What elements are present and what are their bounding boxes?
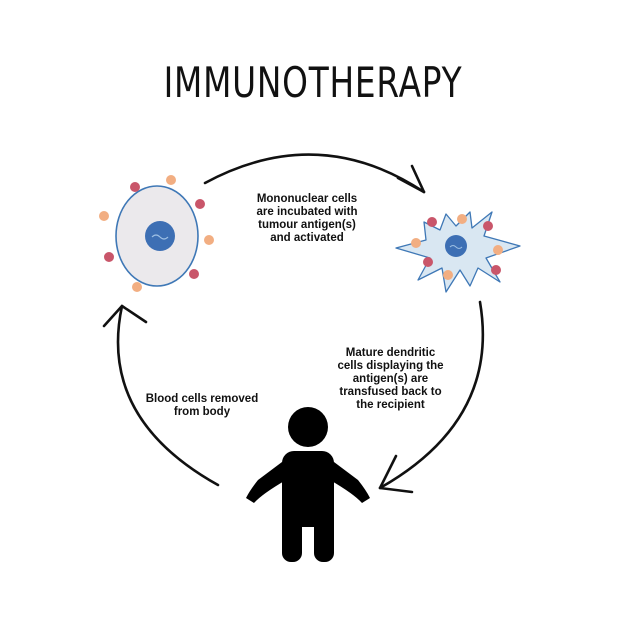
person-icon <box>246 407 370 562</box>
label-incubate-step: Mononuclear cells are incubated with tum… <box>232 193 382 245</box>
mononuclear-cell-icon <box>99 175 214 292</box>
diagram-title: IMMUNOTHERAPY <box>163 58 463 107</box>
arrow-right <box>378 300 485 490</box>
dendritic-cell-icon <box>395 211 521 293</box>
label-line: from body <box>173 406 231 418</box>
label-line: Mature dendritic <box>345 347 436 359</box>
label-line: antigen(s) are <box>352 373 429 385</box>
label-line: and activated <box>270 232 344 244</box>
arrow-right-head <box>378 454 414 494</box>
antigen-dots-right <box>411 214 503 280</box>
label-line: the recipient <box>356 399 425 411</box>
label-line: tumour antigen(s) <box>258 219 356 231</box>
label-transfuse-step: Mature dendritic cells displaying the an… <box>323 347 458 412</box>
label-line: Mononuclear cells <box>256 193 358 205</box>
arrow-left <box>116 304 220 487</box>
label-removal-step: Blood cells removed from body <box>132 393 272 419</box>
label-line: cells displaying the <box>337 360 444 372</box>
label-line: are incubated with <box>256 206 358 218</box>
arrow-top <box>203 153 426 194</box>
arrow-left-head <box>102 304 148 328</box>
label-line: Blood cells removed <box>145 393 259 405</box>
arrow-top-head <box>396 164 426 194</box>
antigen-dots-left <box>99 175 214 292</box>
label-line: transfused back to <box>339 386 442 398</box>
